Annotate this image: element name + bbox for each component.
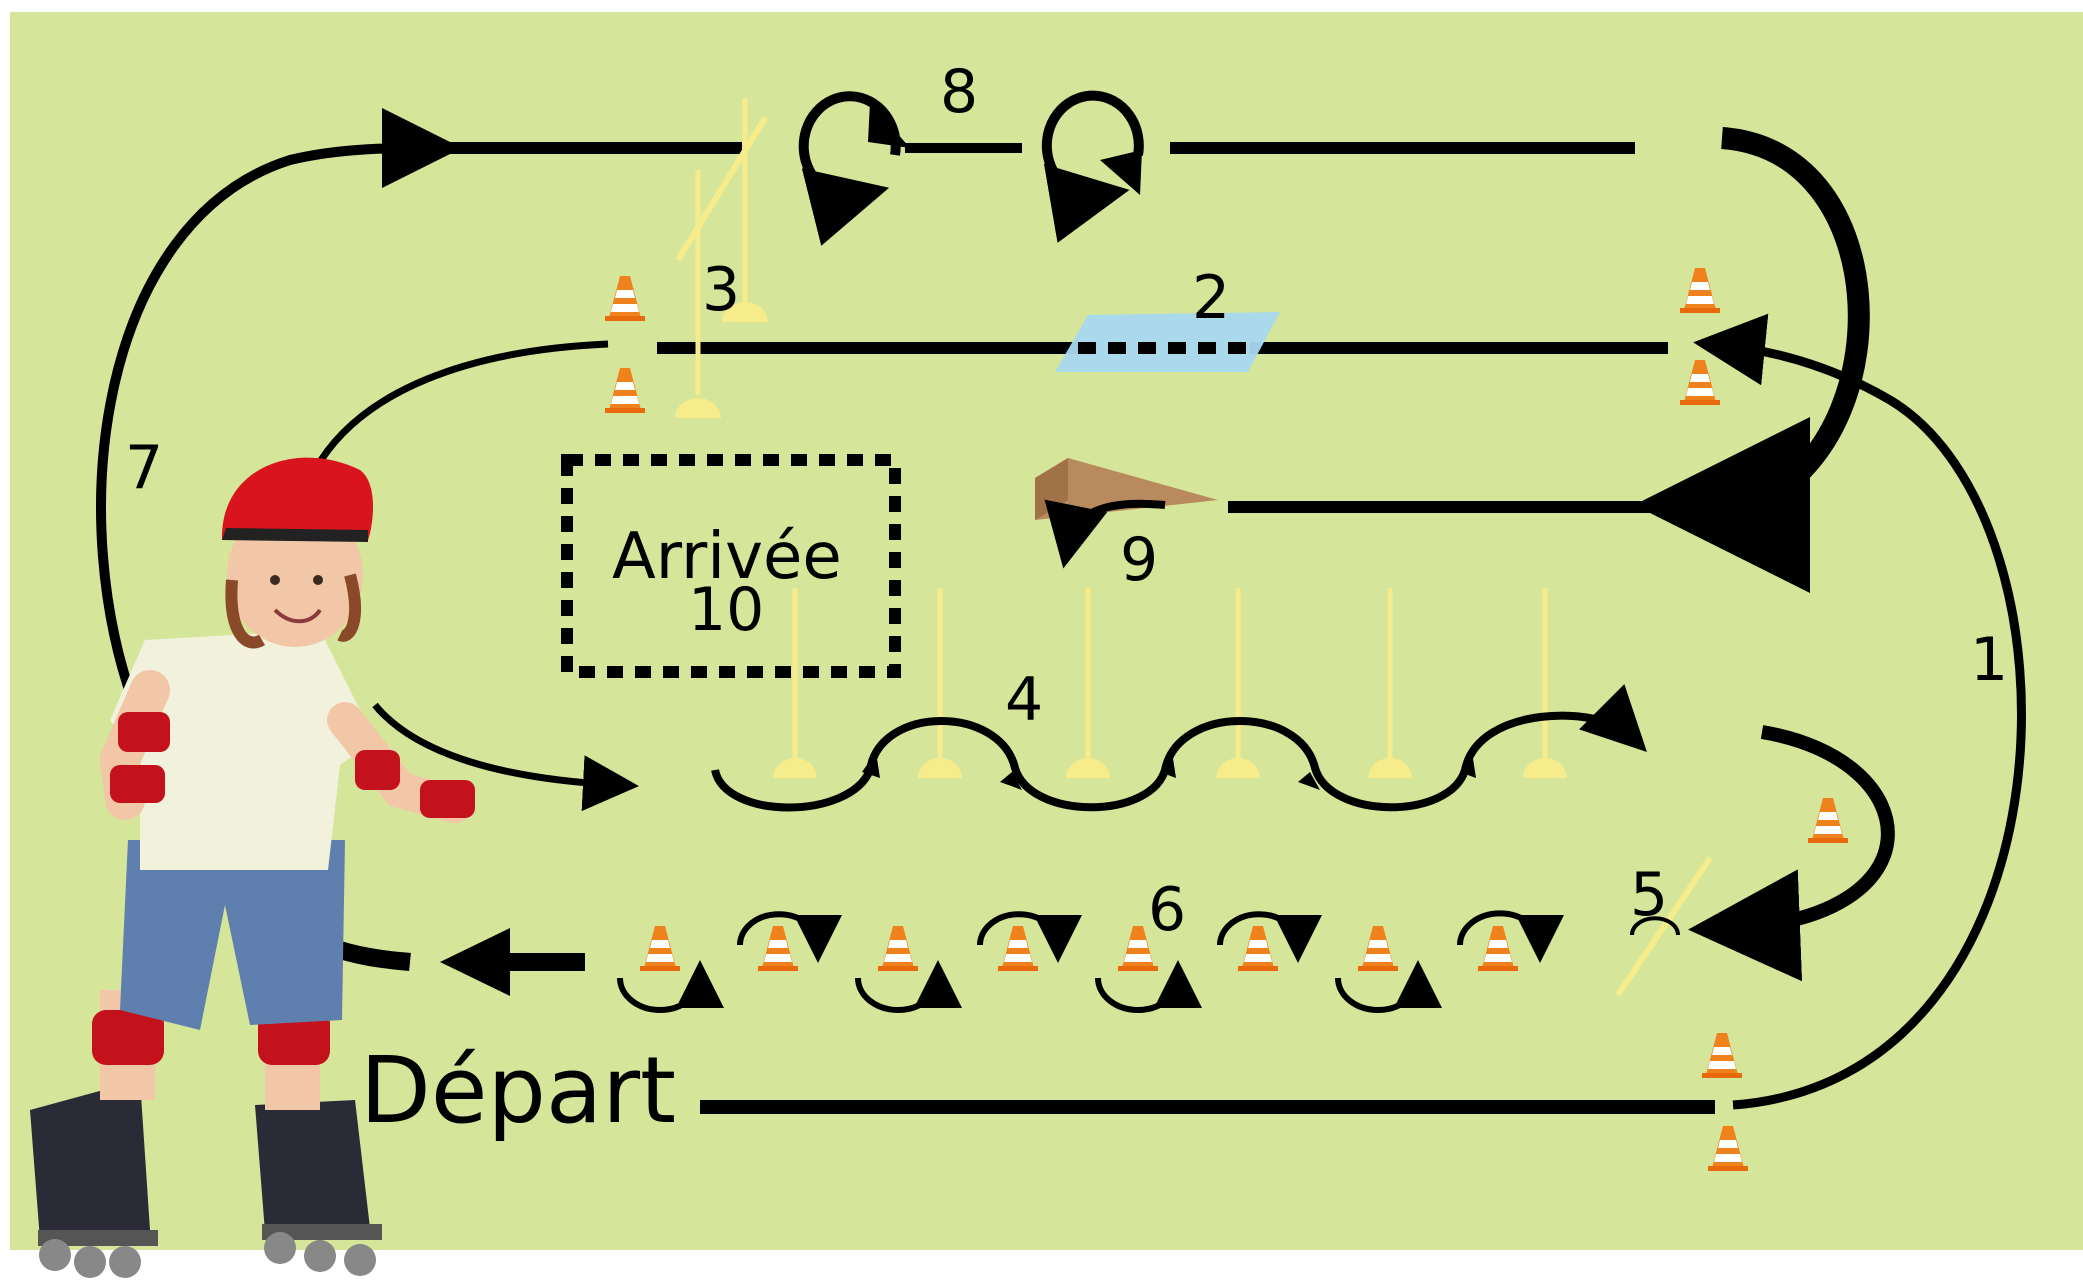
step-label-4: 4 xyxy=(1005,665,1043,735)
step-label-2: 2 xyxy=(1192,263,1230,333)
slalom-arrowheads xyxy=(862,752,1476,790)
loop-arrowhead-right xyxy=(1100,150,1142,195)
cone-row-arcs xyxy=(617,910,1564,1013)
finish-box xyxy=(561,454,901,678)
curve-to-slalom xyxy=(311,340,609,472)
track-lines xyxy=(96,108,2026,1114)
step-label-8: 8 xyxy=(940,57,978,127)
right-bend xyxy=(1634,127,1870,593)
station-5-arc xyxy=(1630,916,1680,936)
step-label-6: 6 xyxy=(1148,875,1186,945)
start-label: Départ xyxy=(360,1037,676,1144)
finish-label: Arrivée xyxy=(612,520,842,594)
arc-1 xyxy=(1693,313,2026,1110)
bend-5 xyxy=(1688,725,1895,982)
arrow-left-head xyxy=(440,928,510,996)
loop-arrowhead-left xyxy=(868,102,910,148)
plank-icon xyxy=(1055,312,1280,372)
curve-into-slalom xyxy=(372,702,639,812)
step-label-5: 5 xyxy=(1630,860,1668,930)
ramp-turn-arrow xyxy=(1044,499,1166,569)
station-3-bar xyxy=(675,98,768,418)
step-label-3: 3 xyxy=(702,255,740,325)
finish-number: 10 xyxy=(688,575,764,645)
child-on-rollerblades-illustration xyxy=(30,457,475,1278)
step-label-7: 7 xyxy=(125,433,163,503)
step-label-1: 1 xyxy=(1970,625,2008,695)
station-5-bar xyxy=(1615,856,1713,997)
loops-station-8 xyxy=(798,90,1144,246)
arc-7 xyxy=(96,108,462,722)
step-label-9: 9 xyxy=(1120,525,1158,595)
